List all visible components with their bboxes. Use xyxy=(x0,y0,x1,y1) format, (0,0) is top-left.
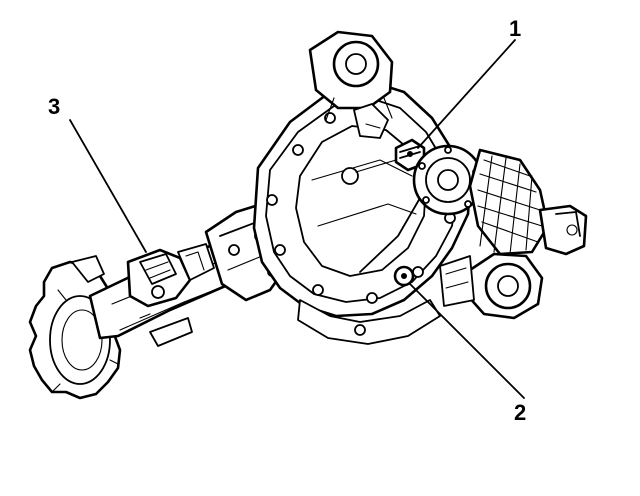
fill-plug xyxy=(394,138,426,172)
axle-tube-connector xyxy=(126,243,215,308)
lower-mount-bushing xyxy=(439,252,544,320)
upper-mount-bushing xyxy=(308,30,394,139)
differential-housing xyxy=(252,80,472,345)
right-bracket xyxy=(468,148,588,256)
pinion-flange xyxy=(412,144,484,216)
callout-1-label: 1 xyxy=(509,16,521,41)
callout-3-label: 3 xyxy=(48,94,60,119)
drain-plug xyxy=(393,265,415,287)
callout-leaders xyxy=(69,39,525,399)
callout-2-label: 2 xyxy=(514,400,526,425)
